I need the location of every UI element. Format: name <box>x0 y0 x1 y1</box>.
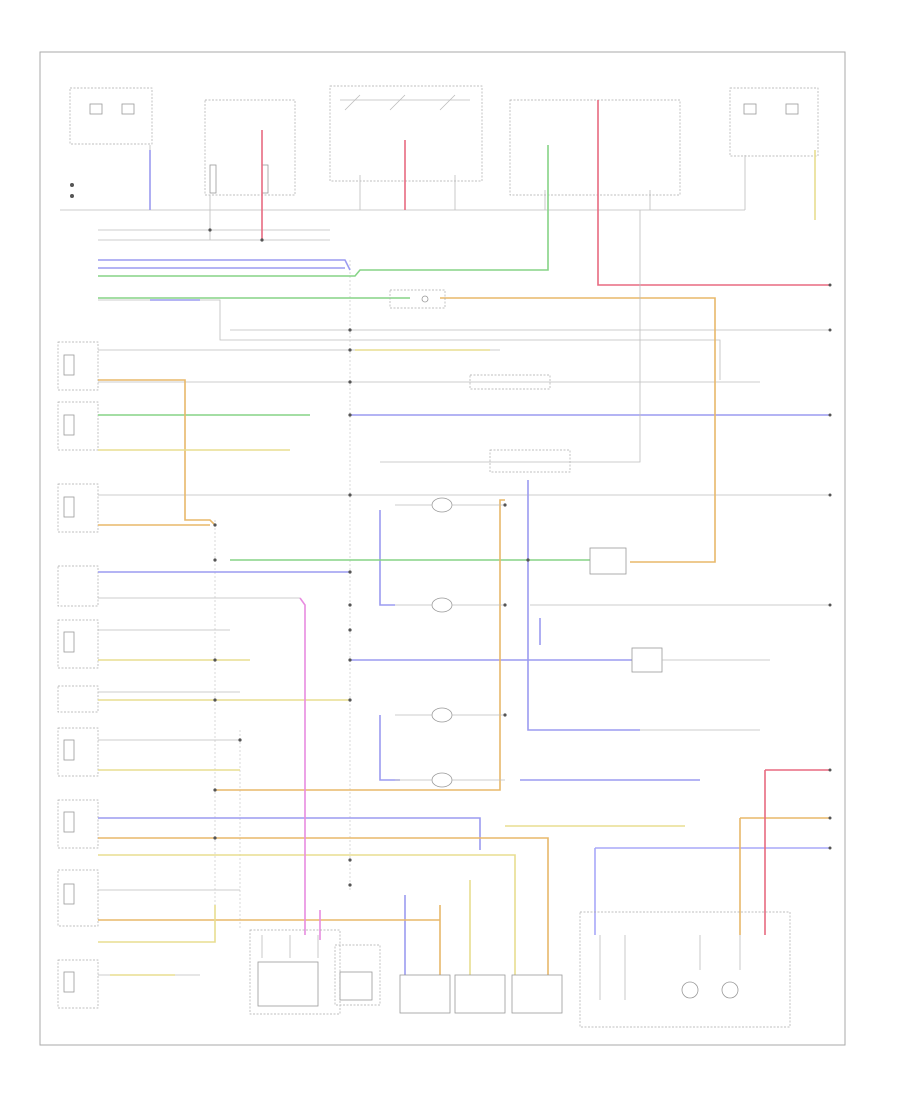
bulb-group-1 <box>395 497 505 513</box>
bulb-group-2 <box>395 597 505 613</box>
wire-orange-5 <box>98 837 549 975</box>
wire-blue-7 <box>98 817 481 850</box>
wire-green-1 <box>98 145 549 277</box>
mid-module-right <box>589 547 770 731</box>
bottom-switch <box>334 944 381 1006</box>
wire-blue-12 <box>594 847 830 935</box>
left-component-stack <box>57 341 99 1009</box>
right-edge-terminals <box>828 283 832 850</box>
wire-orange-7 <box>739 817 830 935</box>
wire-red-4 <box>764 769 830 935</box>
bottom-lamp-assembly <box>579 911 791 1028</box>
wire-blue-10 <box>379 510 395 606</box>
bulb-group-3 <box>395 707 505 723</box>
wire-pink-1 <box>299 597 306 935</box>
top-component-left <box>69 87 153 198</box>
wire-orange-2 <box>98 379 216 526</box>
top-fuse-block-2 <box>509 99 681 196</box>
mid-connector-top <box>389 289 446 309</box>
wire-yellow-6 <box>98 905 216 943</box>
diagram-frame <box>39 51 846 1046</box>
splice-nodes <box>208 228 530 887</box>
wire-orange-4 <box>215 499 505 791</box>
bulb-group-4 <box>395 772 505 788</box>
bottom-modules <box>399 974 563 1014</box>
top-relay-switch-group <box>329 85 483 182</box>
mid-switch-row <box>380 210 641 473</box>
wire-blue-8 <box>527 480 640 731</box>
wire-blue-2 <box>98 259 351 271</box>
top-component-right <box>729 87 819 157</box>
wire-orange-1 <box>440 297 716 563</box>
wire-red-3 <box>597 100 830 286</box>
bottom-cluster-left <box>249 929 341 1015</box>
top-fuse-block-1 <box>204 99 296 196</box>
wire-yellow-5 <box>98 854 516 975</box>
wire-blue-9 <box>379 715 400 781</box>
